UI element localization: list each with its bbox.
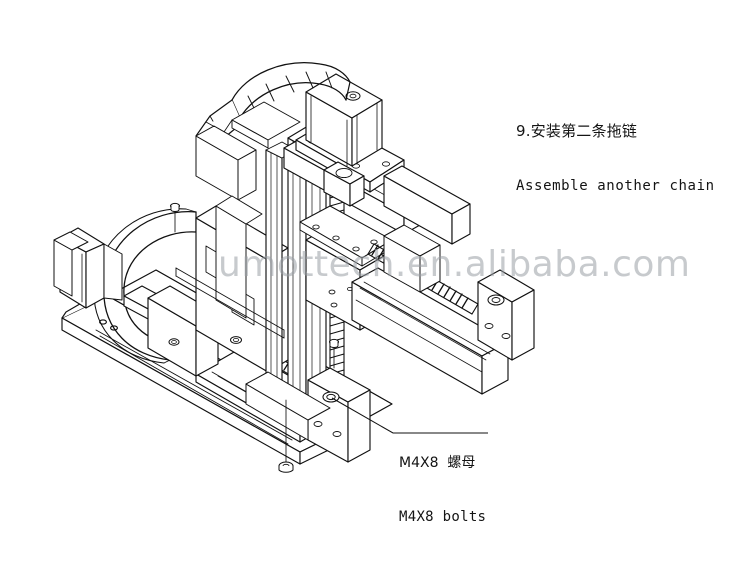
step-label: 9.安装第二条拖链 Assemble another chain <box>516 86 715 232</box>
x-rail-upper <box>383 165 471 245</box>
step-label-chinese: 9.安装第二条拖链 <box>516 122 638 140</box>
bolt-callout-chinese: M4X8 螺母 <box>399 455 476 471</box>
x-rail-main <box>351 267 509 395</box>
bolt-callout: M4X8 螺母 M4X8 bolts <box>399 418 486 562</box>
upper-left-bracket <box>195 125 257 201</box>
z-foot-flange <box>245 371 331 441</box>
assembly-line-drawing <box>53 62 535 473</box>
wedge-plate <box>231 101 301 149</box>
loose-bolt-upper <box>170 202 180 233</box>
end-bearing-block <box>477 269 535 361</box>
coupler-z <box>323 161 365 207</box>
step-label-english: Assemble another chain <box>516 178 715 194</box>
loose-bolt <box>278 399 294 473</box>
cross-brace <box>175 267 285 339</box>
loose-bolt-base <box>329 338 339 369</box>
rear-frame-plate <box>53 231 89 297</box>
bolt-callout-english: M4X8 bolts <box>399 509 487 525</box>
bolt-callout-leader <box>331 397 488 434</box>
x-connector-block <box>383 224 441 293</box>
rear-upright <box>215 195 263 319</box>
drawing-canvas: umottech.en.alibaba.com 9.安装第二条拖链 Assemb… <box>53 62 715 525</box>
